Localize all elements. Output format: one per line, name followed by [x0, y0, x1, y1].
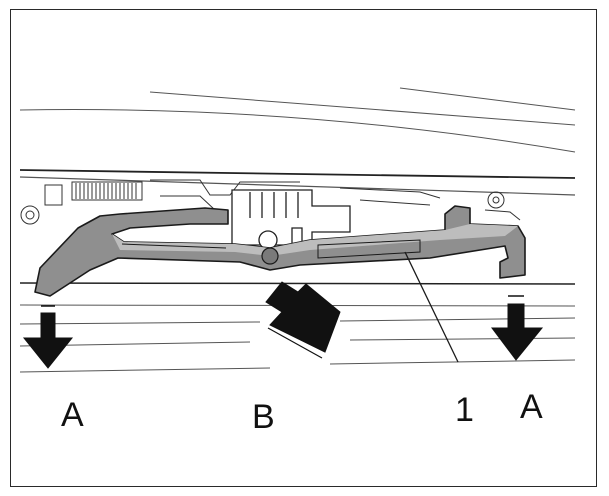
- arrow-a-right-icon: [491, 295, 544, 361]
- arrow-b-icon: [265, 281, 341, 359]
- clip-bracket: [231, 189, 351, 250]
- arrow-a-left-icon: [22, 305, 74, 369]
- trim-part: [34, 205, 526, 297]
- diagram-frame: [10, 9, 597, 487]
- label-arrow-b: B: [252, 398, 275, 436]
- label-arrow-a-right: A: [520, 388, 543, 426]
- mechanism-background: [20, 179, 521, 225]
- label-part-callout: 1: [455, 391, 474, 429]
- panel-lines: [19, 87, 576, 373]
- label-arrow-a-left: A: [61, 396, 84, 434]
- callout-leader: [404, 251, 459, 363]
